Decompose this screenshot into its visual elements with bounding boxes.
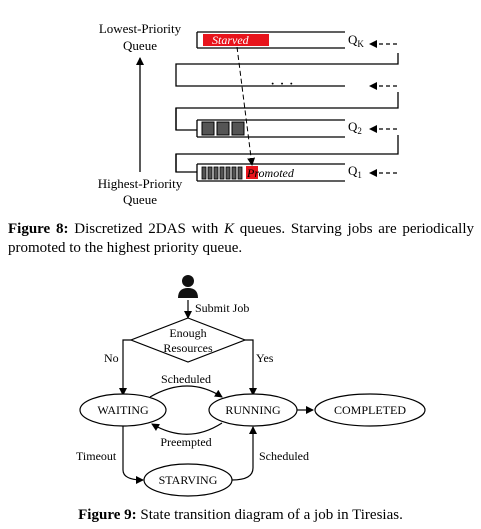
- queue-k-outline: [196, 31, 345, 49]
- connector-k: [175, 53, 399, 87]
- starving-label: STARVING: [159, 473, 218, 487]
- resources-label: Resources: [163, 341, 213, 355]
- promoted-label: Promoted: [246, 166, 295, 180]
- timeout-arrow: [122, 426, 144, 484]
- connector-1: [175, 135, 399, 182]
- q2-job-1: [201, 121, 215, 136]
- scheduled-bottom-arrow: [231, 426, 257, 481]
- figure-8-caption-label: Figure 8:: [8, 221, 69, 237]
- q2-job-2: [216, 121, 230, 136]
- highest-priority-queue-label: Queue: [123, 192, 157, 207]
- preempted-arrow: [151, 422, 223, 435]
- promotion-arrow: [236, 46, 256, 166]
- ellipsis: · · ·: [270, 76, 294, 93]
- queue-k-label: QK: [348, 32, 364, 49]
- figure-8-caption-pre: Discretized 2DAS with: [68, 221, 224, 237]
- starved-label: Starved: [212, 33, 250, 47]
- figure-8-caption-post: queues. Starving jobs are periodically p…: [8, 221, 474, 256]
- connector-2: [175, 92, 399, 138]
- figure-9-caption: Figure 9: State transition diagram of a …: [0, 506, 481, 525]
- figure-9-caption-label: Figure 9:: [78, 507, 137, 523]
- no-label: No: [104, 351, 119, 365]
- yes-label: Yes: [256, 351, 274, 365]
- q1-left-wall: [175, 154, 197, 173]
- person-icon: [178, 275, 198, 298]
- q2-job-3: [231, 121, 245, 136]
- figure-8-diagram: Lowest-Priority Queue Highest-Priority Q…: [98, 21, 399, 207]
- timeout-label: Timeout: [76, 449, 117, 463]
- queue-1-label: Q1: [348, 163, 362, 180]
- figure-9-caption-text: State transition diagram of a job in Tir…: [136, 507, 403, 523]
- lowest-priority-label: Lowest-Priority: [99, 21, 182, 36]
- figure-9-diagram: Submit Job Enough Resources No Yes WAITI…: [76, 275, 426, 497]
- highest-priority-label: Highest-Priority: [98, 176, 183, 191]
- completed-state: [314, 393, 426, 427]
- preempted-label: Preempted: [160, 435, 211, 449]
- scheduled-top-label: Scheduled: [161, 372, 211, 386]
- q1-jobs: [201, 166, 243, 180]
- queue-2-label: Q2: [348, 119, 362, 136]
- running-label: RUNNING: [225, 403, 281, 417]
- submit-job-label: Submit Job: [195, 301, 249, 315]
- scheduled-bottom-label: Scheduled: [259, 449, 309, 463]
- enough-label: Enough: [169, 326, 206, 340]
- enough-resources-diamond: [129, 317, 247, 363]
- figure-8-caption: Figure 8: Discretized 2DAS with K queues…: [8, 220, 474, 258]
- promoted-job: [246, 166, 258, 179]
- yes-arrow: [245, 339, 257, 396]
- scheduled-top-arrow: [149, 385, 223, 398]
- lowest-priority-queue-label: Queue: [123, 38, 157, 53]
- q2-left-wall: [175, 108, 197, 131]
- figure-8-caption-k: K: [224, 221, 235, 237]
- no-arrow: [119, 339, 131, 396]
- waiting-label: WAITING: [97, 403, 149, 417]
- completed-label: COMPLETED: [334, 403, 406, 417]
- starved-job: [203, 34, 269, 46]
